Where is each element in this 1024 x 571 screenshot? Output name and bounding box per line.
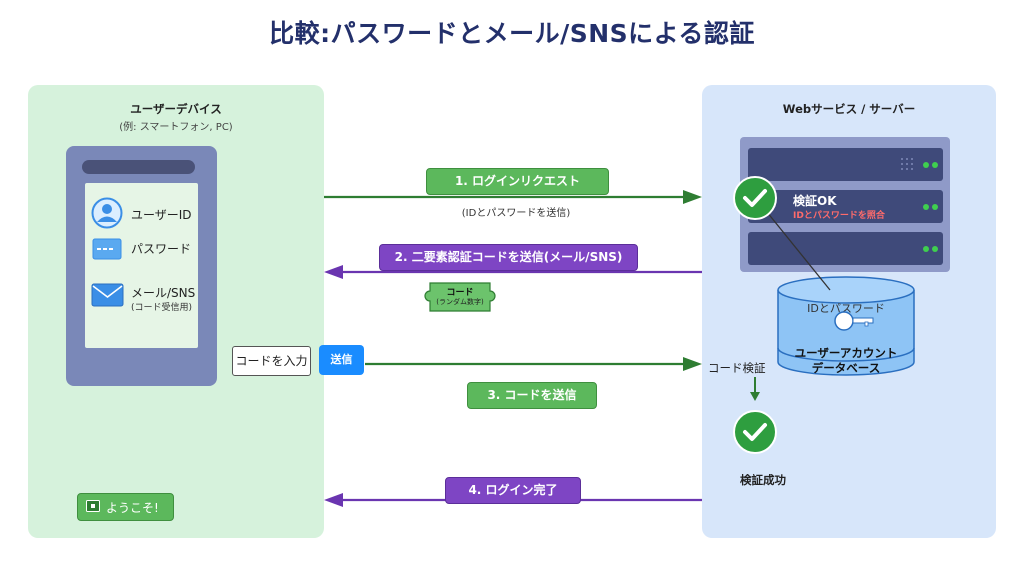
- phone-speaker-bar: [82, 160, 195, 174]
- mail-sns-sublabel: (コード受信用): [131, 303, 193, 313]
- arrow-down-icon: [750, 377, 760, 401]
- password-label: パスワード: [131, 242, 192, 256]
- server-led: [923, 204, 929, 210]
- user-icon: [91, 197, 123, 229]
- check-success-icon: [733, 410, 777, 454]
- user-device-subtitle: (例: スマートフォン, PC): [119, 122, 233, 133]
- code-verify-label: コード検証: [708, 361, 766, 375]
- code-tag-shape: [424, 282, 496, 312]
- step1-caption: (IDとパスワードを送信): [461, 208, 571, 219]
- mail-sns-label: メール/SNS: [131, 286, 196, 300]
- server-unit-2: [748, 190, 943, 223]
- db-content-label: IDとパスワード: [807, 302, 885, 315]
- server-led: [923, 246, 929, 252]
- screen-icon: [86, 500, 100, 512]
- welcome-text: ようこそ!: [106, 501, 159, 515]
- server-led: [932, 162, 938, 168]
- step1-pill: 1. ログインリクエスト: [426, 168, 609, 195]
- server-led: [932, 246, 938, 252]
- server-unit-3: [748, 232, 943, 265]
- check-ok-icon: [733, 176, 777, 220]
- user-id-label: ユーザーID: [131, 208, 192, 222]
- database-icon: [777, 276, 915, 376]
- step2-pill: 2. 二要素認証コードを送信(メール/SNS): [379, 244, 638, 271]
- step4-pill: 4. ログイン完了: [445, 477, 581, 504]
- code-tag-sub: (ランダム数字): [436, 298, 484, 306]
- server-title: Webサービス / サーバー: [782, 102, 916, 116]
- db-title-line1: ユーザーアカウント: [794, 346, 898, 360]
- page-title: 比較:パスワードとメール/SNSによる認証: [269, 19, 755, 48]
- code-tag-title: コード: [446, 288, 474, 298]
- server-unit-1: [748, 148, 943, 181]
- verify-ok-label: 検証OK: [793, 194, 837, 208]
- server-led: [932, 204, 938, 210]
- verify-ok-sublabel: IDとパスワードを照合: [793, 211, 885, 221]
- user-device-title: ユーザーデバイス: [130, 102, 222, 116]
- mail-icon: [91, 283, 124, 307]
- verify-success-label: 検証成功: [740, 473, 786, 487]
- welcome-badge: ようこそ!: [77, 493, 174, 521]
- server-led: [923, 162, 929, 168]
- db-title-line2: データベース: [811, 361, 881, 375]
- send-button[interactable]: 送信: [319, 345, 364, 375]
- code-input[interactable]: コードを入力: [232, 346, 311, 376]
- step3-pill: 3. コードを送信: [467, 382, 597, 409]
- server-vent-icon: [901, 158, 913, 170]
- password-icon: [92, 238, 122, 260]
